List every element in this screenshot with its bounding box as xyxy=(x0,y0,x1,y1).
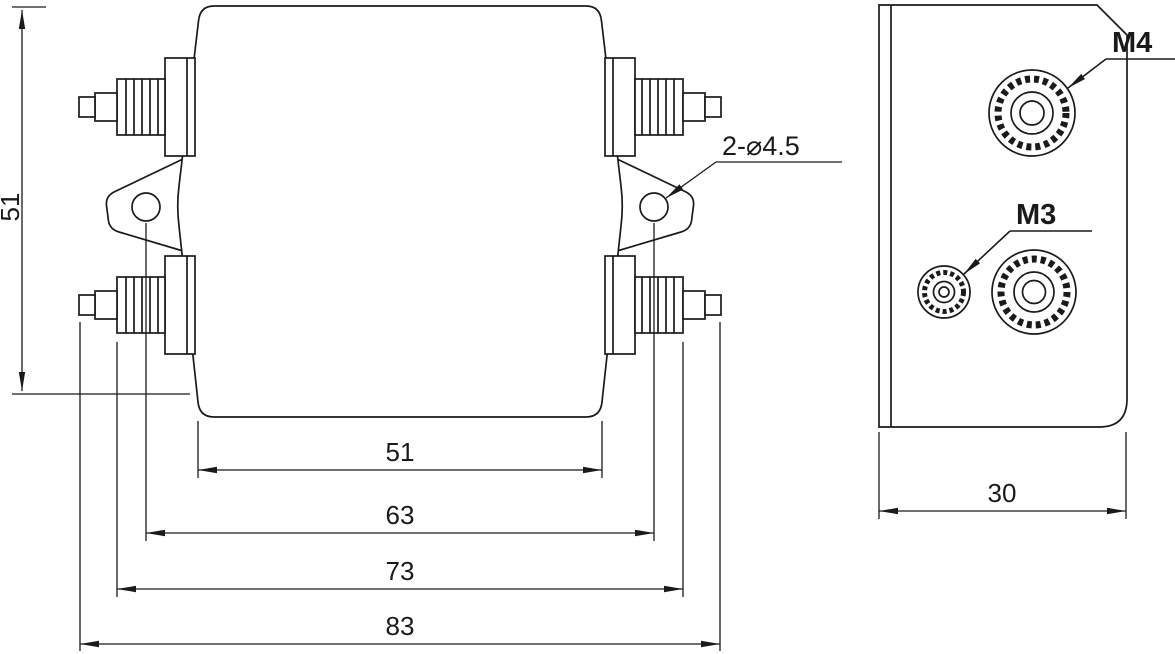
dimension-width-73: 73 xyxy=(116,342,684,597)
dim-label-depth: 30 xyxy=(988,478,1017,508)
side-body-outline xyxy=(878,4,1128,428)
dimension-height-51: 51 xyxy=(0,6,190,395)
mounting-flange-left xyxy=(105,158,184,252)
front-view: 51 2-⌀4.5 51 63 73 xyxy=(0,5,842,651)
dimension-width-83: 83 xyxy=(79,322,721,651)
mounting-hole-right xyxy=(639,192,669,222)
label-m3: M3 xyxy=(963,199,1092,275)
terminal-top-left xyxy=(78,57,196,157)
label-m4: M4 xyxy=(1067,27,1175,89)
dimension-width-51: 51 xyxy=(197,421,603,478)
terminal-m4 xyxy=(988,69,1076,157)
dim-label-width-51: 51 xyxy=(386,437,415,467)
terminal-m3 xyxy=(917,265,971,319)
hole-callout-label: 2-⌀4.5 xyxy=(722,131,800,161)
dim-label-width-63: 63 xyxy=(386,500,415,530)
hole-callout: 2-⌀4.5 xyxy=(665,131,842,199)
dim-label-width-83: 83 xyxy=(386,611,415,641)
terminal-bottom-right-side xyxy=(991,249,1077,335)
dimension-depth-30: 30 xyxy=(878,432,1127,519)
terminal-bottom-right-front xyxy=(604,255,722,355)
terminal-bottom-left xyxy=(78,255,196,355)
knurl-ring-bottom xyxy=(997,255,1071,329)
dimension-width-63: 63 xyxy=(145,223,655,541)
knurl-ring-m3 xyxy=(922,270,966,314)
dim-label-height: 51 xyxy=(0,193,25,222)
dim-label-width-73: 73 xyxy=(386,556,415,586)
knurl-ring-m4 xyxy=(994,75,1070,151)
mounting-flange-right xyxy=(616,158,695,252)
filter-body-outline xyxy=(176,5,624,418)
m3-label-text: M3 xyxy=(1016,199,1056,231)
side-view: M4 M3 30 xyxy=(878,4,1175,519)
mounting-hole-left xyxy=(131,192,161,222)
m4-label-text: M4 xyxy=(1112,27,1152,59)
terminal-top-right xyxy=(604,57,722,157)
